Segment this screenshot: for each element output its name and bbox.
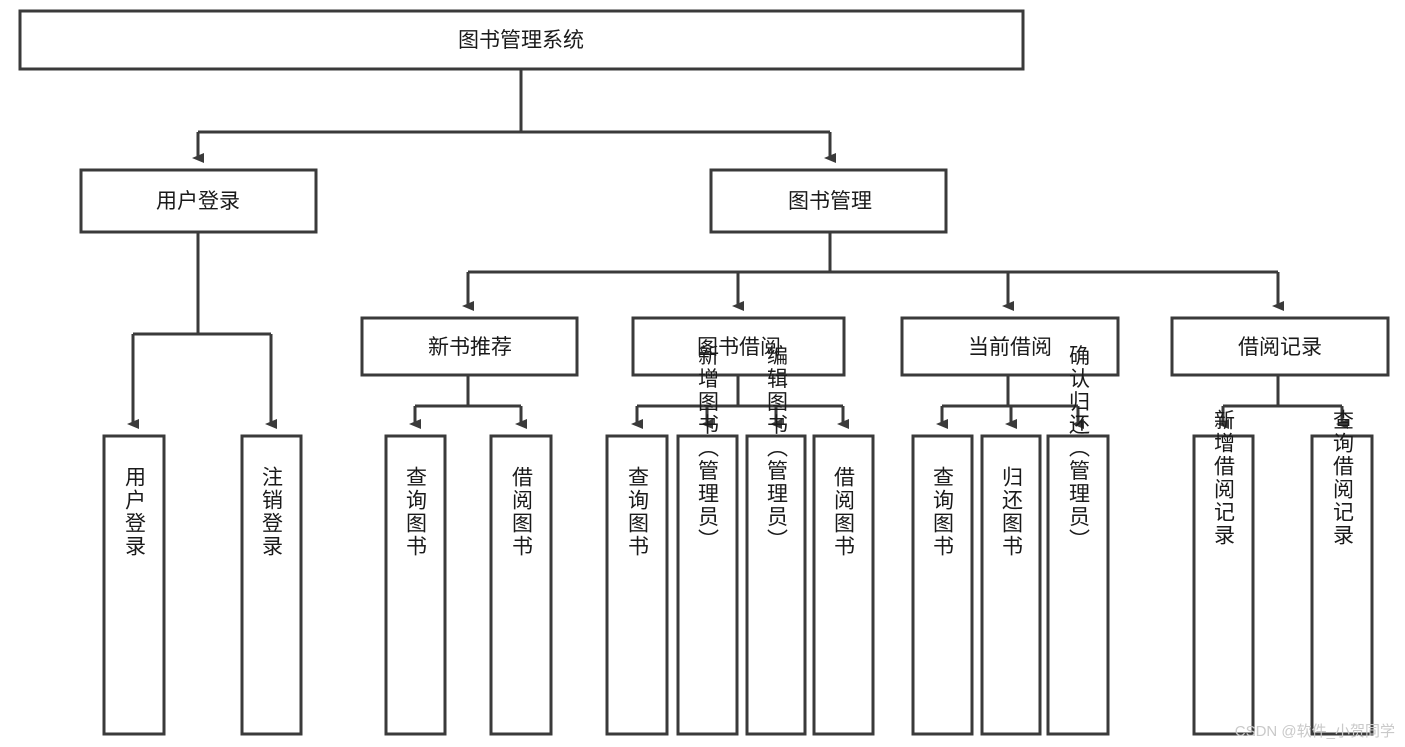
node-leaf-borrow-book[interactable]: 借阅图书 bbox=[812, 434, 875, 736]
node-book-management-label: 图书管理 bbox=[788, 190, 872, 213]
node-borrow-records-label: 借阅记录 bbox=[1238, 336, 1322, 359]
node-leaf-edit-book-admin[interactable]: 编辑图书（管理员） bbox=[745, 345, 807, 736]
node-leaf-confirm-return-admin[interactable]: 确认归还（管理员） bbox=[1046, 345, 1110, 736]
node-user-login-label: 用户登录 bbox=[156, 190, 240, 213]
node-new-book-recommend[interactable]: 新书推荐 bbox=[360, 316, 579, 377]
node-leaf-query-borrow-record-label: 查询借阅记录 bbox=[1331, 409, 1355, 547]
node-leaf-query-book-new[interactable]: 查询图书 bbox=[384, 434, 447, 736]
node-leaf-query-book-new-label: 查询图书 bbox=[404, 466, 428, 558]
node-leaf-borrow-book-new[interactable]: 借阅图书 bbox=[489, 434, 553, 736]
node-leaf-query-book-current-label: 查询图书 bbox=[931, 466, 955, 558]
node-user-login[interactable]: 用户登录 bbox=[79, 168, 318, 234]
node-book-management[interactable]: 图书管理 bbox=[709, 168, 948, 234]
node-leaf-borrow-book-label: 借阅图书 bbox=[832, 466, 856, 558]
node-leaf-confirm-return-admin-label: 确认归还（管理员） bbox=[1067, 345, 1091, 552]
node-current-borrow-label: 当前借阅 bbox=[968, 336, 1052, 359]
node-new-book-recommend-label: 新书推荐 bbox=[428, 336, 512, 359]
connector-bookmgmt-to-level3 bbox=[462, 232, 1284, 311]
node-leaf-add-book-admin[interactable]: 新增图书（管理员） bbox=[676, 345, 739, 736]
node-leaf-query-borrow-record[interactable]: 查询借阅记录 bbox=[1310, 409, 1374, 736]
node-book-borrow[interactable]: 图书借阅 bbox=[631, 316, 846, 377]
connector-newbook-to-leaves bbox=[409, 375, 527, 429]
node-leaf-logout[interactable]: 注销登录 bbox=[240, 434, 303, 736]
node-leaf-user-login-label: 用户登录 bbox=[123, 466, 147, 558]
node-leaf-add-borrow-record[interactable]: 新增借阅记录 bbox=[1192, 409, 1255, 736]
node-book-borrow-label: 图书借阅 bbox=[697, 336, 781, 359]
connector-records-to-leaves bbox=[1217, 375, 1348, 429]
connector-login-to-leaves bbox=[127, 232, 277, 429]
node-leaf-return-book[interactable]: 归还图书 bbox=[980, 434, 1042, 736]
node-current-borrow[interactable]: 当前借阅 bbox=[900, 316, 1120, 377]
node-leaf-user-login[interactable]: 用户登录 bbox=[102, 434, 166, 736]
node-root[interactable]: 图书管理系统 bbox=[18, 9, 1025, 71]
connector-borrow-to-leaves bbox=[631, 375, 849, 429]
node-leaf-query-book-current[interactable]: 查询图书 bbox=[911, 434, 974, 736]
node-leaf-edit-book-admin-label: 编辑图书（管理员） bbox=[765, 345, 789, 552]
node-leaf-return-book-label: 归还图书 bbox=[1000, 466, 1024, 558]
node-leaf-query-book-borrow-label: 查询图书 bbox=[626, 466, 650, 558]
node-root-label: 图书管理系统 bbox=[458, 29, 584, 52]
node-leaf-borrow-book-new-label: 借阅图书 bbox=[510, 466, 534, 558]
node-leaf-add-borrow-record-label: 新增借阅记录 bbox=[1212, 409, 1236, 547]
node-leaf-logout-label: 注销登录 bbox=[260, 466, 284, 558]
node-leaf-query-book-borrow[interactable]: 查询图书 bbox=[605, 434, 669, 736]
connector-current-to-leaves bbox=[936, 375, 1084, 429]
node-borrow-records[interactable]: 借阅记录 bbox=[1170, 316, 1390, 377]
node-leaf-add-book-admin-label: 新增图书（管理员） bbox=[696, 345, 720, 552]
connector-root-to-level2 bbox=[192, 69, 836, 163]
